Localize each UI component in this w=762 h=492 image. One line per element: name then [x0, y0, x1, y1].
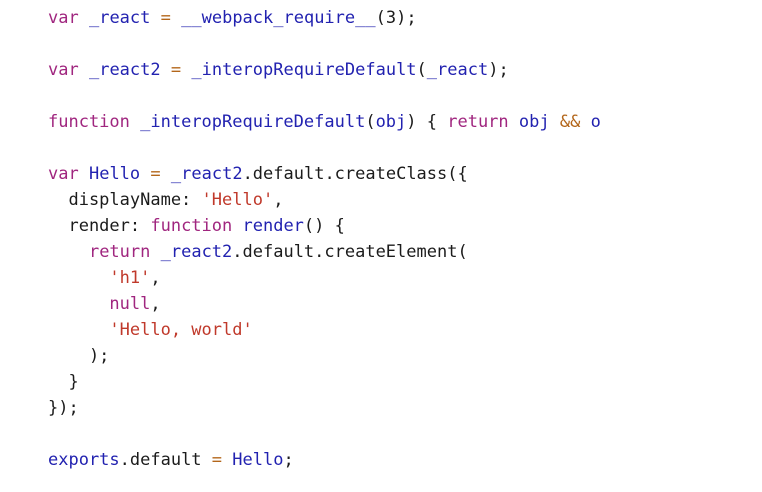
code-token-plain: () {: [303, 216, 345, 236]
code-token-kw: return: [447, 112, 509, 132]
code-token-str: 'Hello, world': [109, 320, 253, 340]
code-token-plain: ,: [273, 190, 284, 210]
code-line: var _react2 = _interopRequireDefault(_re…: [48, 60, 509, 80]
code-token-str: 'h1': [109, 268, 151, 288]
code-token-kw: return: [88, 242, 151, 262]
code-token-plain: );: [48, 346, 110, 366]
code-token-ident: _react2: [170, 164, 243, 184]
code-line: 'h1',: [48, 268, 161, 288]
code-token-num: 3: [385, 8, 397, 28]
code-token-ident: _interopRequireDefault: [191, 60, 417, 80]
code-token-op: =: [160, 8, 171, 28]
code-token-plain: (: [365, 112, 376, 132]
code-token-ident: _interopRequireDefault: [140, 112, 366, 132]
code-token-plain: ;: [283, 450, 294, 470]
code-token-kw: var: [48, 8, 79, 28]
code-token-ident: o: [590, 112, 601, 132]
code-token-ident: _react2: [88, 60, 161, 80]
code-line: render: function render() {: [48, 216, 345, 236]
code-token-plain: [150, 242, 160, 262]
code-token-ident: Hello: [232, 450, 284, 470]
code-token-plain: .default.createElement(: [232, 242, 468, 262]
code-token-plain: .default.createClass({: [242, 164, 468, 184]
code-token-op: =: [150, 164, 161, 184]
code-token-plain: [181, 60, 191, 80]
code-token-plain: render:: [48, 216, 151, 236]
code-line: var Hello = _react2.default.createClass(…: [48, 164, 468, 184]
code-line: exports.default = Hello;: [48, 450, 294, 470]
code-token-plain: [79, 8, 89, 28]
code-token-kw: var: [48, 60, 79, 80]
code-token-plain: [48, 242, 89, 262]
code-token-plain: });: [48, 398, 79, 418]
code-token-plain: [79, 60, 89, 80]
code-line: function _interopRequireDefault(obj) { r…: [48, 112, 601, 132]
code-line: null,: [48, 294, 161, 314]
code-line: 'Hello, world': [48, 320, 253, 340]
code-token-plain: [48, 294, 109, 314]
code-token-ident: __webpack_require__: [181, 8, 376, 28]
code-token-plain: [161, 164, 171, 184]
code-token-plain: [232, 216, 242, 236]
code-token-op: =: [170, 60, 182, 80]
code-token-plain: ) {: [406, 112, 448, 132]
code-line: });: [48, 398, 79, 418]
code-token-plain: [140, 164, 150, 184]
code-token-plain: [580, 112, 590, 132]
code-token-plain: ,: [150, 268, 161, 288]
code-line: var _react = __webpack_require__(3);: [48, 8, 417, 28]
code-token-ident: Hello: [88, 164, 141, 184]
code-token-plain: [130, 112, 140, 132]
code-token-kw: var: [48, 164, 79, 184]
code-token-ident: render: [242, 216, 304, 236]
code-token-kw: function: [150, 216, 233, 236]
code-token-ident: exports: [48, 450, 120, 470]
code-token-kw: null: [109, 294, 151, 314]
code-token-str: 'Hello': [201, 190, 274, 210]
code-token-plain: [79, 164, 89, 184]
code-token-plain: [550, 112, 560, 132]
code-token-plain: [222, 450, 232, 470]
code-line: displayName: 'Hello',: [48, 190, 283, 210]
code-token-plain: [161, 60, 171, 80]
code-line: );: [48, 346, 109, 366]
code-token-kw: function: [48, 112, 130, 132]
code-token-plain: );: [396, 8, 417, 28]
code-token-ident: _react: [426, 60, 489, 80]
code-line: }: [48, 372, 79, 392]
code-token-ident: _react2: [160, 242, 233, 262]
code-token-plain: );: [488, 60, 509, 80]
code-line: return _react2.default.createElement(: [48, 242, 468, 262]
code-token-op: &&: [559, 112, 581, 132]
code-token-plain: .default: [119, 450, 212, 470]
code-token-plain: ,: [150, 294, 161, 314]
code-token-plain: [48, 268, 109, 288]
code-token-plain: [150, 8, 160, 28]
code-token-plain: (: [375, 8, 386, 28]
code-token-plain: (: [416, 60, 427, 80]
code-token-op: =: [211, 450, 223, 470]
code-token-ident: obj: [518, 112, 550, 132]
code-token-plain: displayName:: [48, 190, 202, 210]
code-token-plain: }: [48, 372, 79, 392]
code-token-plain: [48, 320, 109, 340]
code-token-plain: [509, 112, 519, 132]
code-token-ident: obj: [375, 112, 407, 132]
code-token-ident: _react: [88, 8, 151, 28]
code-token-plain: [171, 8, 181, 28]
